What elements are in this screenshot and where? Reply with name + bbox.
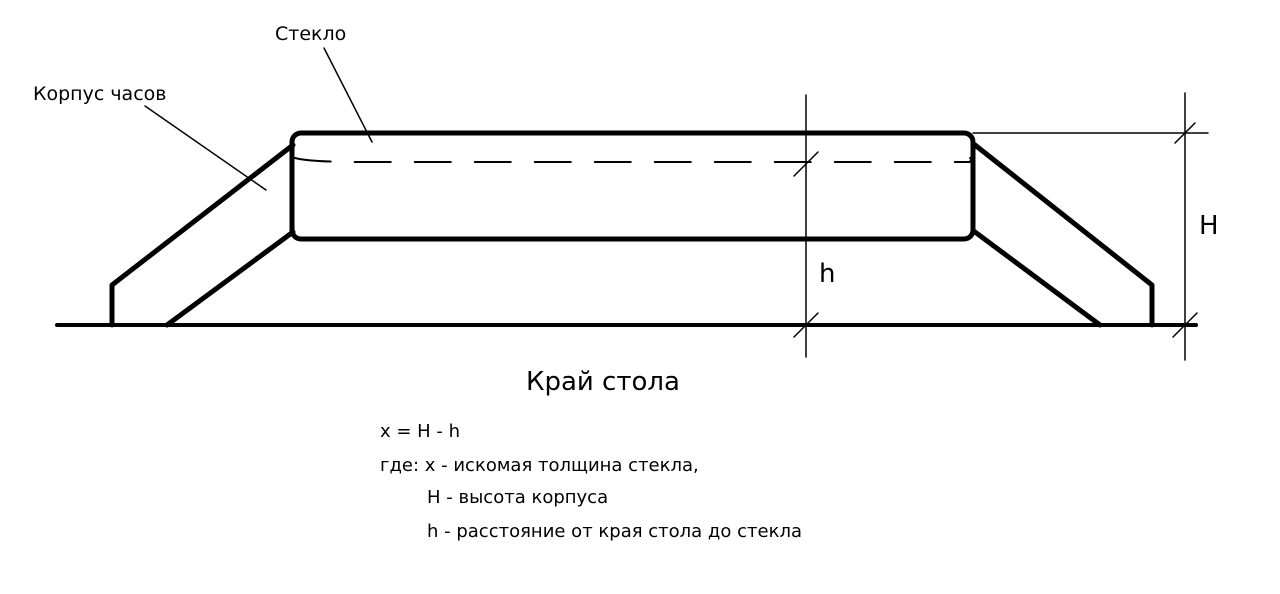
case-right-inner <box>972 229 1103 328</box>
label-h: h <box>819 259 836 289</box>
tick-H-bottom <box>1172 312 1198 338</box>
tick-h-top <box>793 151 819 177</box>
formula-h: h - расстояние от края стола до стекла <box>427 521 802 542</box>
case-left-outer <box>109 142 296 328</box>
glass-thickness-dashed-line <box>294 157 972 163</box>
leader-case <box>144 105 267 191</box>
tick-H-top <box>1174 122 1196 144</box>
glass <box>289 130 976 242</box>
tick-h-bottom <box>793 312 819 338</box>
case-left-inner <box>164 229 296 328</box>
formula-where: где: x - искомая толщина стекла, <box>380 455 699 476</box>
label-table-edge: Край стола <box>526 367 680 397</box>
leader-glass <box>323 47 373 143</box>
formula-H: H - высота корпуса <box>427 487 609 508</box>
label-glass: Стекло <box>275 23 347 45</box>
label-H: H <box>1199 211 1219 241</box>
formula-equation: x = H - h <box>380 421 461 442</box>
case-right-outer <box>972 142 1155 328</box>
label-case: Корпус часов <box>33 83 167 105</box>
